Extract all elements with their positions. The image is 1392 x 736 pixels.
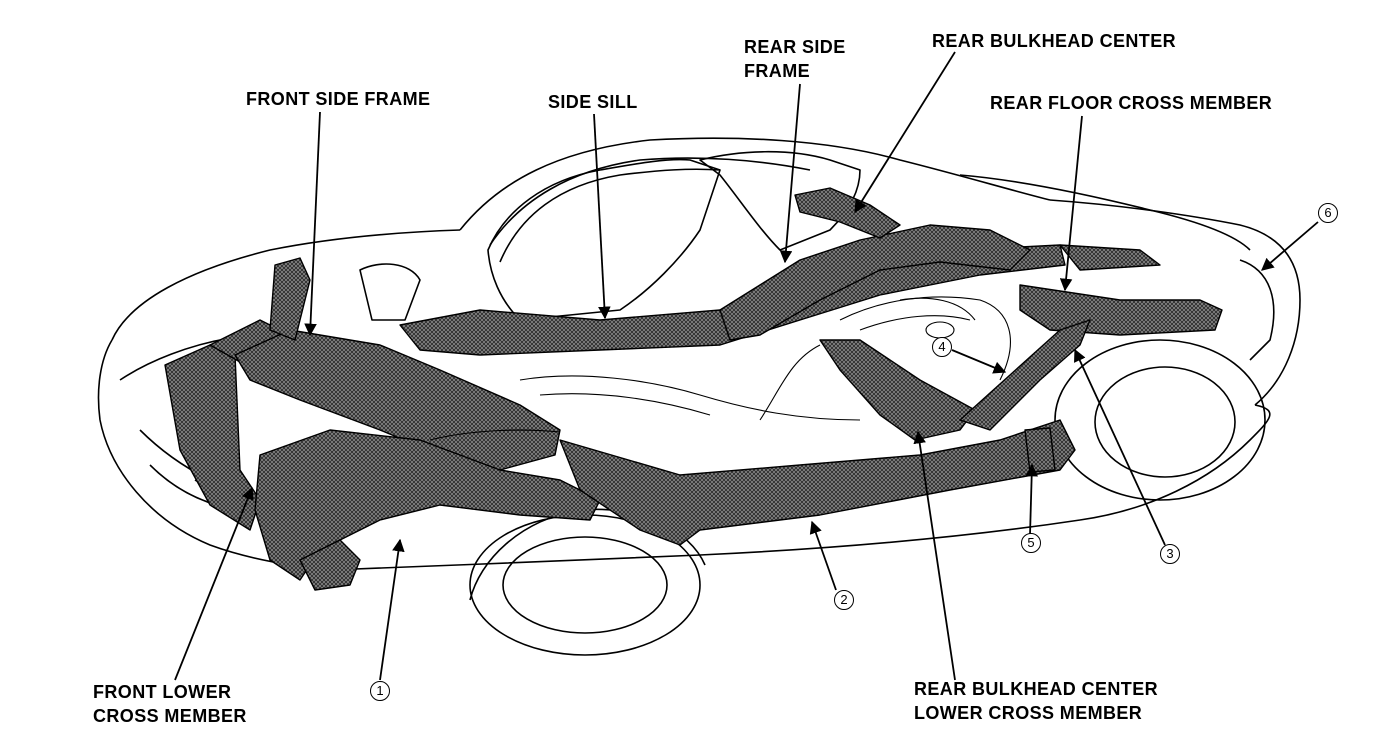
side-sill-label: SIDE SILL bbox=[548, 92, 638, 112]
rear-bulkhead-center-shape bbox=[794, 187, 901, 239]
rear-bulkhead-lower-cross-member-shape bbox=[819, 339, 976, 441]
rear-bulkhead-lower-cross-member-label-line2: LOWER CROSS MEMBER bbox=[914, 703, 1143, 723]
floor-detail-lines bbox=[429, 296, 1011, 441]
car-body-outline bbox=[97, 137, 1301, 656]
front-side-frame-label: FRONT SIDE FRAME bbox=[246, 89, 431, 109]
callout-4: 4 bbox=[932, 337, 952, 357]
rear-floor-cross-member-label: REAR FLOOR CROSS MEMBER bbox=[990, 93, 1273, 113]
rear-side-frame-label-line1: REAR SIDE bbox=[744, 37, 846, 57]
rear-floor-cross-member-shape bbox=[1019, 284, 1223, 336]
front-lower-cross-member-label-line1: FRONT LOWER bbox=[93, 682, 232, 702]
side-sill-shape bbox=[399, 244, 1066, 356]
callout-5: 5 bbox=[1021, 533, 1041, 553]
callout-2: 2 bbox=[834, 590, 854, 610]
front-side-frame-shape bbox=[234, 329, 561, 471]
leader-lines bbox=[174, 51, 1319, 681]
body-frame-structure bbox=[164, 187, 1223, 591]
rear-bulkhead-center-label: REAR BULKHEAD CENTER bbox=[932, 31, 1177, 51]
callout-1: 1 bbox=[370, 681, 390, 701]
front-lower-cross-member-label-line2: CROSS MEMBER bbox=[93, 706, 247, 726]
rocker-shape bbox=[559, 419, 1076, 546]
rear-side-frame-shape bbox=[719, 224, 1031, 341]
callout-6: 6 bbox=[1318, 203, 1338, 223]
rear-side-frame-label-line2: FRAME bbox=[744, 61, 810, 81]
rear-bulkhead-lower-cross-member-label-line1: REAR BULKHEAD CENTER bbox=[914, 679, 1159, 699]
callout-3: 3 bbox=[1160, 544, 1180, 564]
